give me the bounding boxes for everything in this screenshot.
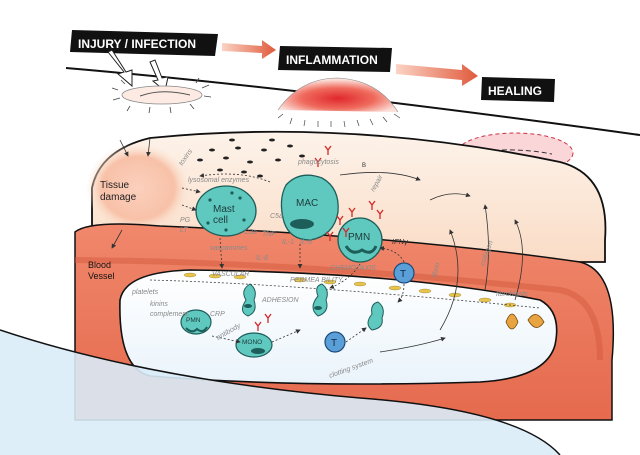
wound (121, 85, 203, 105)
kinins-label: kinins (150, 301, 168, 308)
fibroblast-cells (505, 313, 545, 330)
entry-arrow-2 (149, 59, 169, 92)
phagocytosis-label: phagocytosis (297, 159, 339, 166)
pmn-small-label: PMN (186, 317, 201, 324)
vasoamines-label: vasoamines (210, 245, 248, 252)
ifng-label: IFNγ (392, 237, 409, 246)
stage-box-inflammation (278, 46, 392, 72)
stage-arrow-2 (396, 64, 478, 86)
migrating-cell-3 (367, 301, 384, 331)
bacteria-dots (197, 138, 305, 178)
chemotaxis-label: CHEMOTAXIS (330, 265, 376, 272)
stage-label-injury: INJURY / INFECTION (78, 37, 196, 51)
pmn-large-cell: PMN (337, 217, 383, 263)
monocyte-cell: MONO (235, 332, 273, 358)
stage-arrow-1 (222, 40, 276, 59)
tnf-label: TNF (262, 231, 276, 238)
stage-banner: INJURY / INFECTION INFLAMMATION HEALING (70, 30, 555, 102)
fibrin-label: fibrin (431, 262, 442, 279)
stage-box-healing (481, 77, 555, 102)
permeability-label: PERMEA BILITY (290, 277, 344, 284)
fibroblasts-label: fibroblasts (496, 291, 528, 298)
il6-label: IL-6 (300, 239, 312, 246)
crp-label: CRP (210, 311, 225, 318)
stage-box-injury (70, 30, 218, 56)
t-cell-upper: T (393, 262, 415, 284)
complement-label: complement (150, 311, 189, 318)
inflamed-swelling (277, 77, 401, 128)
t-lower-label: T (331, 338, 337, 349)
il1-label: IL-1 (282, 239, 294, 246)
lysosomal-enzymes-label: lysosomal enzymes (188, 177, 250, 184)
pmn-small-cell: PMN (180, 309, 212, 335)
entry-arrow-1 (107, 49, 133, 88)
migrating-cell-1 (242, 283, 256, 317)
injury-wound (107, 49, 212, 114)
tissue-damage-area (86, 143, 190, 233)
adhesion-label: ADHESION (261, 297, 300, 304)
mac-label: MAC (296, 198, 318, 209)
platelets-label: platelets (131, 289, 159, 296)
c5a-label: C5a (270, 213, 283, 220)
mono-label: MONO (242, 339, 262, 346)
vascular-label: VASCULAR (212, 271, 249, 278)
pg-label: PG (180, 217, 191, 224)
macrophage-cell: MAC (280, 174, 339, 241)
b-label: B (362, 163, 366, 169)
il8-label: IL-8 (256, 255, 268, 262)
t-upper-label: T (400, 269, 406, 280)
c3a-label: C3a (244, 229, 257, 236)
lt-label: LT (180, 227, 188, 234)
migrating-cell-2 (312, 283, 328, 317)
flow-arrows (111, 137, 523, 353)
stage-label-healing: HEALING (488, 84, 542, 98)
stage-label-inflammation: INFLAMMATION (286, 53, 378, 67)
pmn-large-label: PMN (348, 232, 370, 243)
blood-flow-area (0, 330, 560, 455)
antibodies (254, 145, 384, 331)
t-cell-lower: T (324, 331, 346, 353)
